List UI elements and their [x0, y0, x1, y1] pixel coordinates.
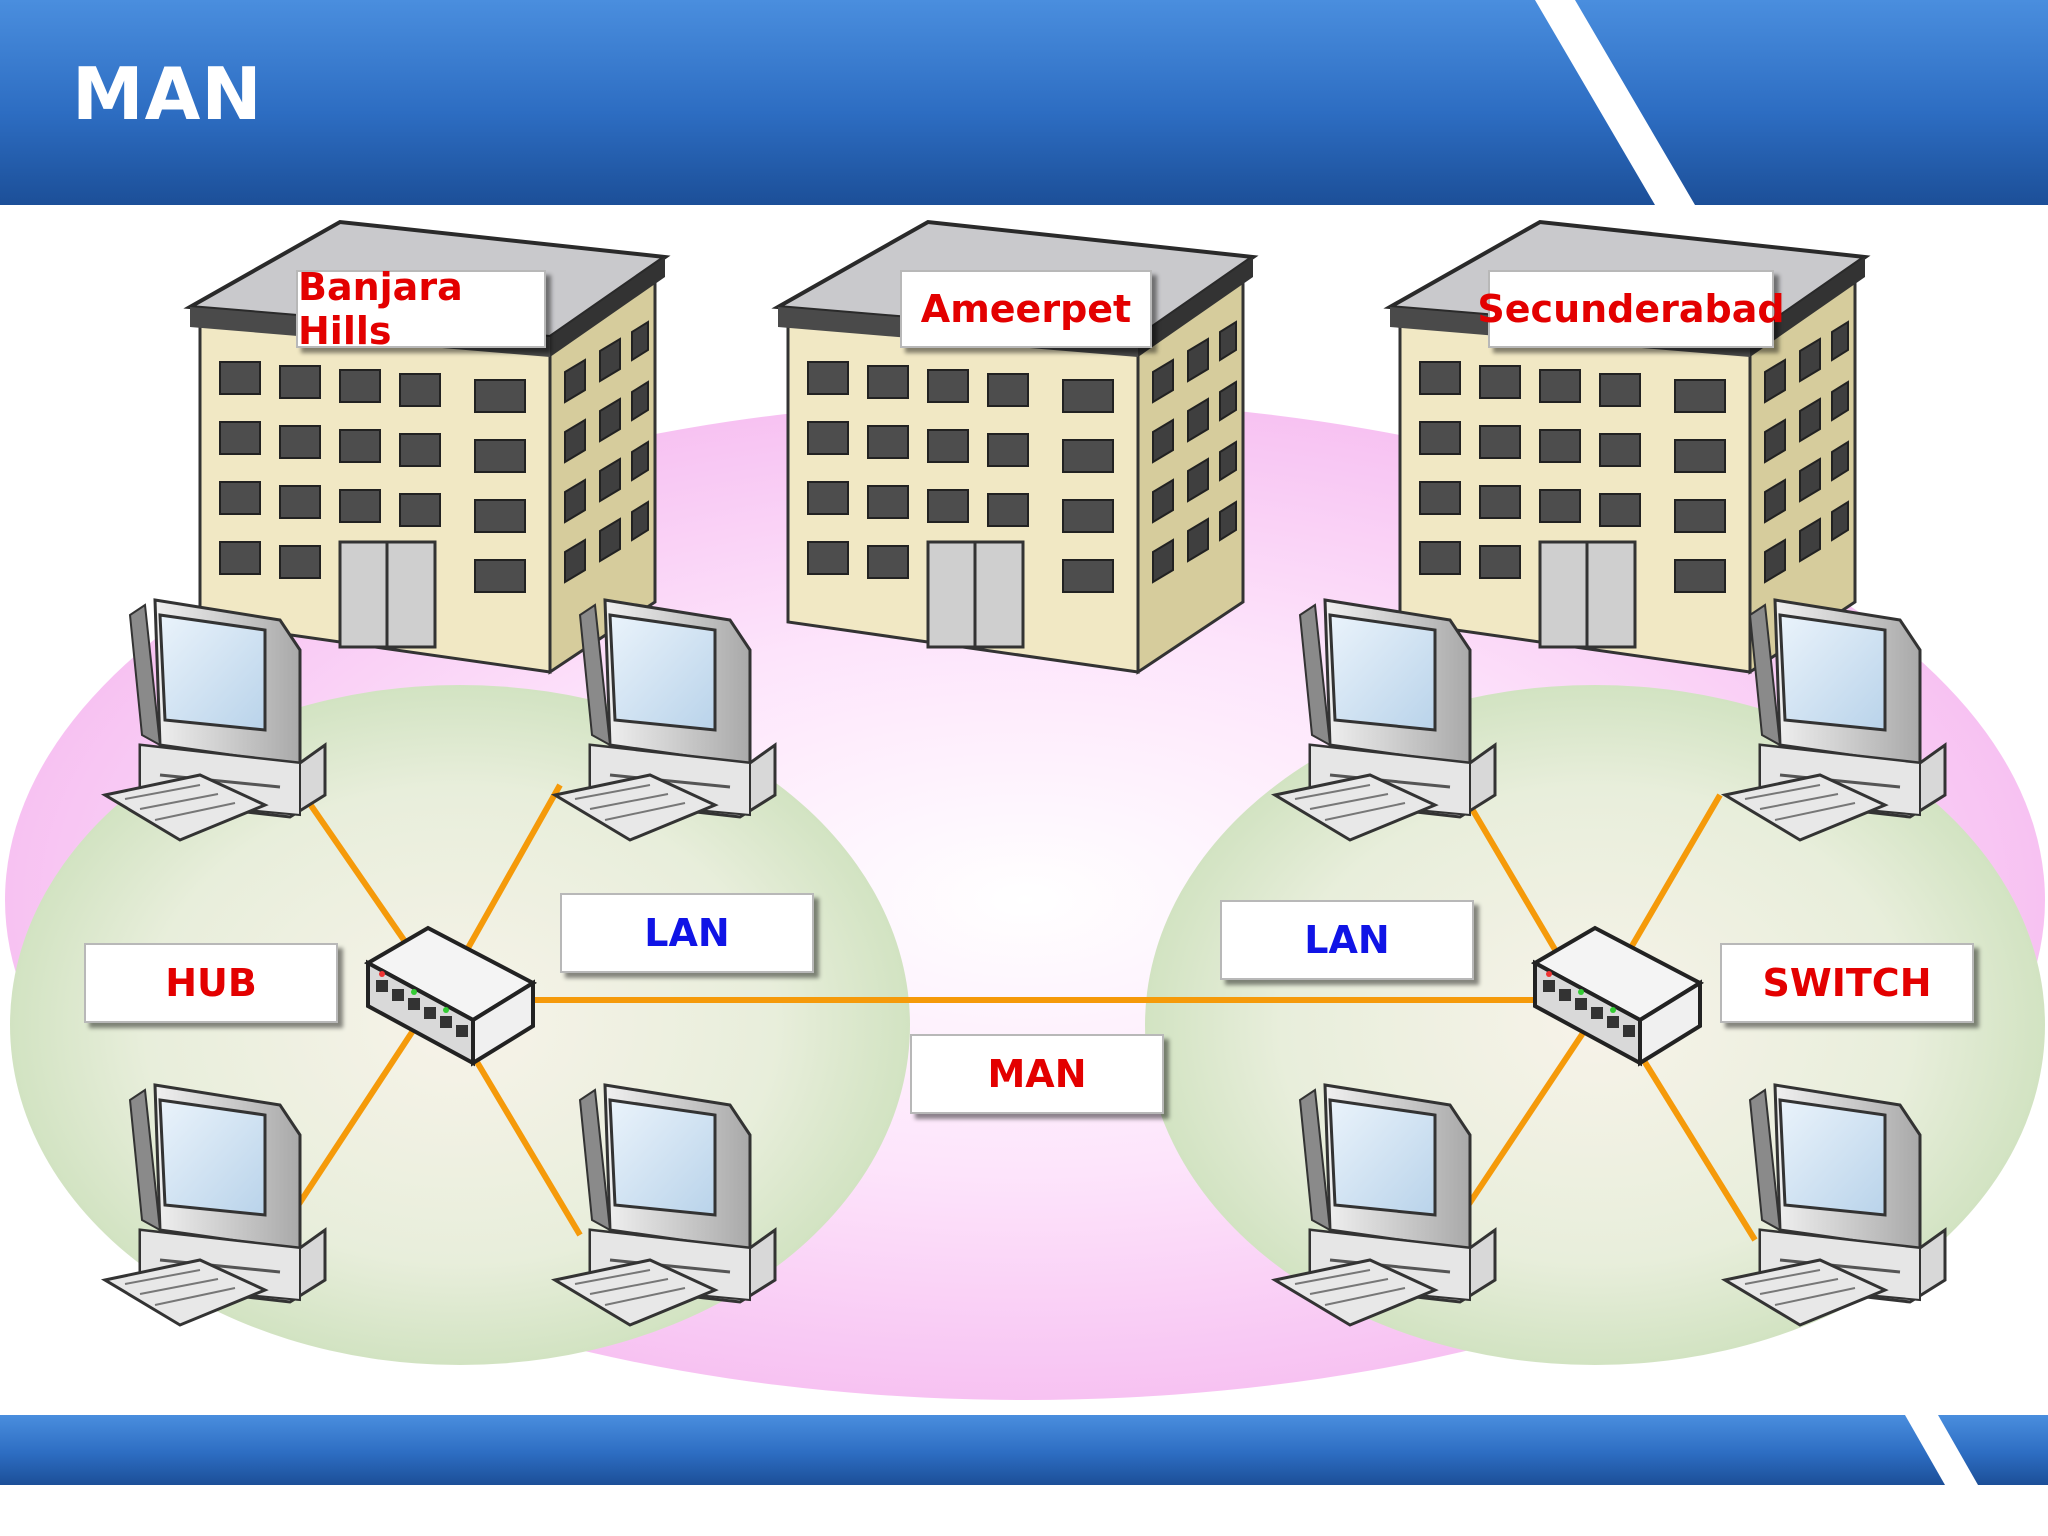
- footer-banner-accent: [1938, 1415, 2048, 1485]
- switch-label: SWITCH: [1720, 943, 1974, 1023]
- header-banner-accent: [1575, 0, 2048, 205]
- building-label-banjara-hills: Banjara Hills: [296, 265, 546, 353]
- footer-banner: [0, 1415, 1945, 1485]
- hub-label: HUB: [84, 943, 338, 1023]
- man-label: MAN: [910, 1034, 1164, 1114]
- building-label-ameerpet: Ameerpet: [900, 270, 1152, 348]
- building-label-secunderabad: Secunderabad: [1477, 270, 1785, 348]
- lan-label-left: LAN: [560, 893, 814, 973]
- lan-label-right: LAN: [1220, 900, 1474, 980]
- header-banner: [0, 0, 1655, 205]
- slide-title: MAN: [72, 52, 263, 136]
